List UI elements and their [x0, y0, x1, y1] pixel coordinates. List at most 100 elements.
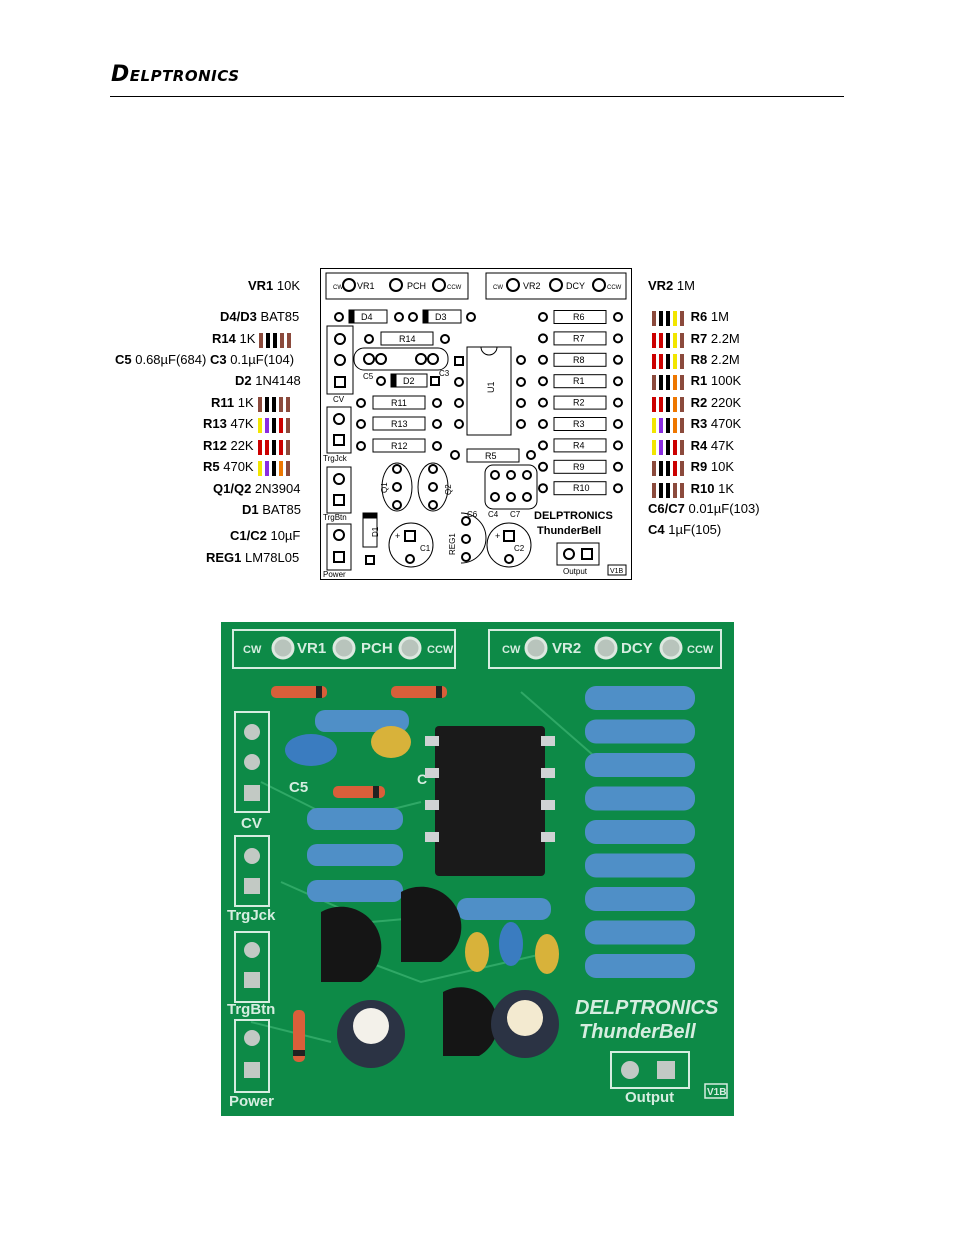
color-band	[264, 417, 269, 433]
label-reg1: REG1 LM78L05	[206, 550, 299, 566]
photo-q1	[321, 906, 382, 982]
value-vr1: 10K	[273, 278, 301, 293]
r4-color-bands	[652, 439, 687, 455]
version-label: V1B	[610, 568, 624, 575]
ref-reg1: REG1	[206, 550, 242, 565]
value-r6: 1M	[707, 309, 729, 324]
pcb-resistor-outline	[553, 374, 607, 389]
photo-resistor	[585, 786, 695, 811]
color-band	[673, 396, 677, 412]
reg1-label: REG1	[448, 533, 457, 555]
color-band	[257, 396, 262, 412]
cv-label: CV	[333, 395, 345, 404]
pcb-resistor-outline	[553, 417, 607, 431]
photo-resistor	[585, 820, 695, 844]
color-band	[666, 417, 670, 433]
q2-label: Q2	[444, 484, 453, 495]
r1-color-bands	[652, 374, 687, 390]
color-band	[271, 439, 276, 455]
pcb-resistor-outline	[553, 438, 607, 453]
color-band	[666, 439, 670, 455]
r13-color-bands	[257, 417, 293, 433]
label-c5: C5 0.68µF(684) C3 0.1µF(104)	[115, 352, 294, 368]
ref-r4: R4	[690, 438, 708, 453]
c6-label: C6	[467, 510, 478, 519]
label-r13: R13 47K	[203, 416, 293, 433]
value-c5: 0.68µF(684)	[131, 352, 207, 367]
color-band	[673, 439, 677, 455]
color-band	[266, 332, 271, 348]
ref-r1: R1	[690, 373, 708, 388]
photo-c: C	[417, 771, 427, 787]
ref-d2: D2	[235, 373, 252, 388]
color-band	[680, 460, 684, 476]
photo-brand-thunderbell: ThunderBell	[579, 1021, 696, 1043]
pcb-pad	[538, 483, 548, 494]
pcb-pad	[613, 333, 623, 344]
ref-d1: D1	[242, 502, 259, 517]
ref-r12: R12	[203, 438, 227, 453]
label-vr1: VR1 10K	[248, 278, 300, 294]
photo-trgbtn: TrgBtn	[227, 1001, 275, 1018]
ref-c3: C3	[209, 352, 227, 367]
color-band	[652, 310, 656, 326]
value-r14: 1K	[235, 331, 256, 346]
photo-diodes	[271, 686, 447, 1062]
color-band	[652, 417, 656, 433]
ref-r7: R7	[690, 331, 708, 346]
color-band	[659, 396, 663, 412]
photo-trgjck: TrgJck	[227, 907, 276, 924]
svg-text:+: +	[395, 531, 400, 541]
label-vr2: VR2 1M	[648, 278, 695, 294]
d4-label: D4	[361, 312, 373, 322]
value-r4: 47K	[707, 438, 734, 453]
r12-color-bands	[257, 439, 293, 455]
photo-ccw-right: CCW	[687, 644, 714, 656]
color-band	[659, 482, 663, 498]
pcb-resistor-r4: R4	[573, 440, 585, 450]
pcb-pad	[613, 376, 623, 387]
pcb-pad	[613, 440, 623, 451]
r10-color-bands	[652, 482, 687, 498]
label-d4-d3: D4/D3 BAT85	[220, 309, 299, 325]
vr2-label: VR2	[523, 281, 541, 291]
label-r8: R8 2.2M	[648, 352, 740, 369]
value-d1: BAT85	[258, 502, 302, 517]
ref-vr1: VR1	[248, 278, 274, 293]
color-band	[673, 417, 677, 433]
label-q1-q2: Q1/Q2 2N3904	[213, 481, 300, 497]
pot-cw-label-right: CW	[493, 285, 503, 291]
label-c4: C4 1µF(105)	[648, 522, 721, 538]
color-band	[285, 417, 290, 433]
color-band	[264, 396, 269, 412]
color-band	[652, 332, 656, 348]
ref-r2: R2	[690, 395, 708, 410]
ref-c5: C5	[115, 352, 132, 367]
trgbtn-label: TrgBtn	[323, 513, 347, 522]
pcb-resistor-r9: R9	[573, 462, 585, 472]
color-band	[264, 460, 269, 476]
photo-resistor	[585, 920, 695, 945]
pcb-resistor-r10: R10	[573, 483, 590, 493]
r5-color-bands	[257, 460, 293, 476]
color-band	[680, 374, 684, 390]
r9-color-bands	[652, 460, 687, 476]
color-band	[285, 439, 290, 455]
color-band	[666, 460, 670, 476]
value-c3: 0.1µF(104)	[226, 352, 295, 367]
ref-r14: R14	[212, 331, 236, 346]
photo-resistor	[585, 753, 695, 777]
pcb-resistor-outline	[553, 352, 607, 367]
ref-r13: R13	[203, 416, 227, 431]
color-band	[680, 417, 684, 433]
value-q1-q2: 2N3904	[251, 481, 301, 496]
pcb-pad	[538, 397, 548, 408]
value-r8: 2.2M	[707, 352, 740, 367]
value-c6-c7: 0.01µF(103)	[684, 501, 760, 516]
color-band	[673, 460, 677, 476]
pcb-resistor-r2: R2	[573, 398, 585, 408]
photo-vr2: VR2	[552, 640, 581, 657]
value-r9: 10K	[707, 459, 734, 474]
color-band	[680, 353, 684, 369]
ref-r11: R11	[211, 395, 235, 410]
